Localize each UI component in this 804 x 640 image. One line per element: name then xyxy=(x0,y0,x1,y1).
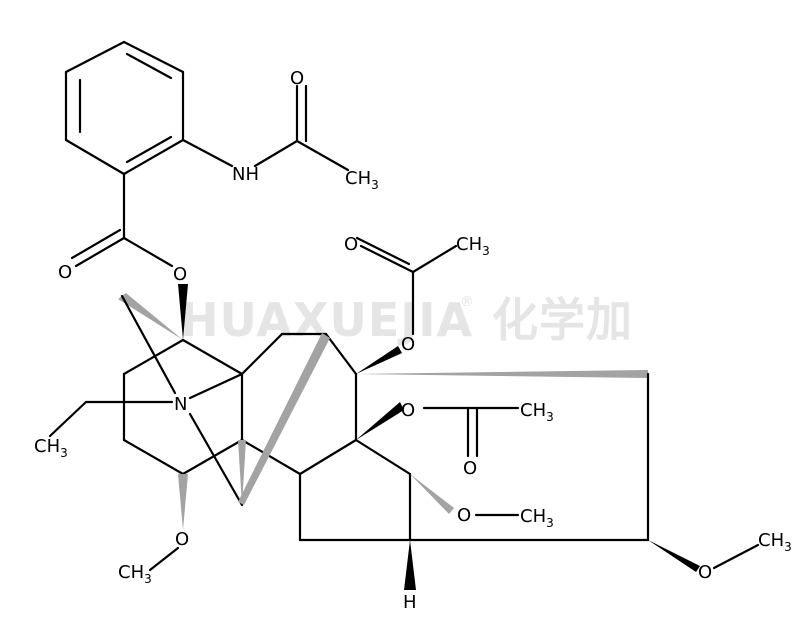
ch3-methoxy-c16-label: CH3 xyxy=(520,506,554,530)
o-ester-label: O xyxy=(173,264,187,285)
watermark-registered: ® xyxy=(460,294,474,310)
acetamide-group xyxy=(181,84,350,172)
o-acetate-middle-label: O xyxy=(401,400,415,421)
n-ethyl-group xyxy=(48,372,244,438)
long-bridges xyxy=(238,333,330,505)
ch3-acetate-upper-label: CH3 xyxy=(456,234,490,258)
ch3-methoxy-c18-label: CH3 xyxy=(758,530,792,554)
methoxy-c16 xyxy=(410,474,520,517)
methoxy-c18 xyxy=(648,540,760,572)
o-acetate-upper-carbonyl-label: O xyxy=(344,234,358,255)
ch3-methoxy-c1-label: CH3 xyxy=(118,562,152,586)
atom-labels: NH O CH3 O O O CH3 O O CH3 O N CH3 O CH3… xyxy=(34,68,792,613)
acetate-middle xyxy=(356,402,520,458)
o-methoxy-c1-label: O xyxy=(175,529,189,550)
methoxy-c1 xyxy=(148,474,188,572)
n-ring-label: N xyxy=(174,394,187,415)
o-amide-label: O xyxy=(290,68,304,89)
benzoate-ester xyxy=(70,172,188,340)
o-acetate-upper-label: O xyxy=(401,334,415,355)
stereo-hydrogen xyxy=(404,540,416,590)
benzene-ring xyxy=(64,40,185,176)
ring-c xyxy=(298,438,412,542)
h-stereo-label: H xyxy=(403,592,417,613)
o-methoxy-c16-label: O xyxy=(457,505,471,526)
o-acetate-middle-carbonyl-label: O xyxy=(463,458,477,479)
acetate-upper xyxy=(355,236,458,374)
ch3-ethyl-label: CH3 xyxy=(34,436,68,460)
o-ester-carbonyl-label: O xyxy=(58,262,72,283)
o-methoxy-c18-label: O xyxy=(698,562,712,583)
watermark-cn: 化学加 xyxy=(492,293,633,347)
ring-a xyxy=(122,338,244,476)
ring-b xyxy=(240,332,358,476)
ring-bridges xyxy=(118,293,244,507)
ch3-acetate-middle-label: CH3 xyxy=(520,400,554,424)
ch3-amide-label: CH3 xyxy=(345,168,379,192)
nh-label: NH xyxy=(232,164,259,185)
ring-d xyxy=(356,370,650,542)
